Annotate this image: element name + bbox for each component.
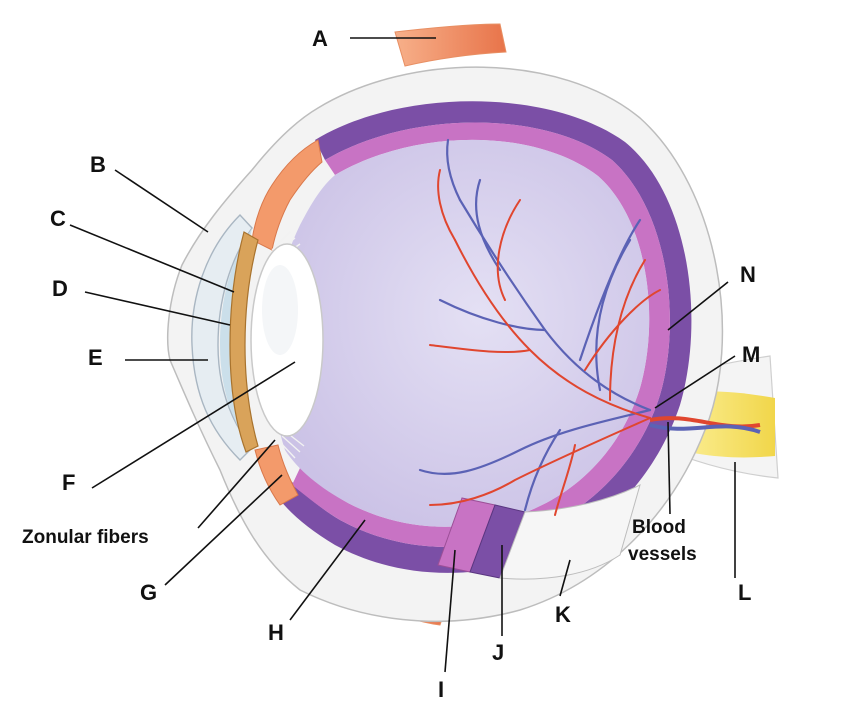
ciliary-body-lower bbox=[254, 444, 299, 506]
central-artery bbox=[649, 416, 761, 429]
label-a: A bbox=[312, 26, 328, 51]
label-j: J bbox=[492, 640, 504, 665]
label-c: C bbox=[50, 206, 66, 231]
iris bbox=[229, 231, 259, 453]
central-vein bbox=[649, 423, 761, 434]
retinal-veins bbox=[418, 138, 652, 512]
label-l: L bbox=[738, 580, 751, 605]
label-e: E bbox=[88, 345, 103, 370]
label-g: G bbox=[140, 580, 157, 605]
ciliary-body-upper bbox=[251, 139, 323, 251]
cornea bbox=[191, 213, 253, 461]
choroid bbox=[280, 101, 692, 573]
retina bbox=[292, 122, 670, 547]
label-n: N bbox=[740, 262, 756, 287]
label-vessels: vessels bbox=[628, 544, 697, 565]
label-blood: Blood bbox=[632, 517, 686, 538]
lens-highlight bbox=[262, 265, 298, 355]
cutaway-sclera bbox=[499, 484, 641, 580]
label-h: H bbox=[268, 620, 284, 645]
label-zonular-fibers: Zonular fibers bbox=[22, 527, 149, 548]
leader-lines bbox=[69, 37, 736, 673]
label-i: I bbox=[438, 677, 444, 702]
label-d: D bbox=[52, 276, 68, 301]
retinal-arteries bbox=[429, 169, 661, 516]
label-m: M bbox=[742, 342, 760, 367]
label-k: K bbox=[555, 602, 571, 627]
vitreous-body bbox=[271, 139, 650, 527]
superior-muscle bbox=[394, 23, 507, 67]
label-b: B bbox=[90, 152, 106, 177]
label-f: F bbox=[62, 470, 75, 495]
